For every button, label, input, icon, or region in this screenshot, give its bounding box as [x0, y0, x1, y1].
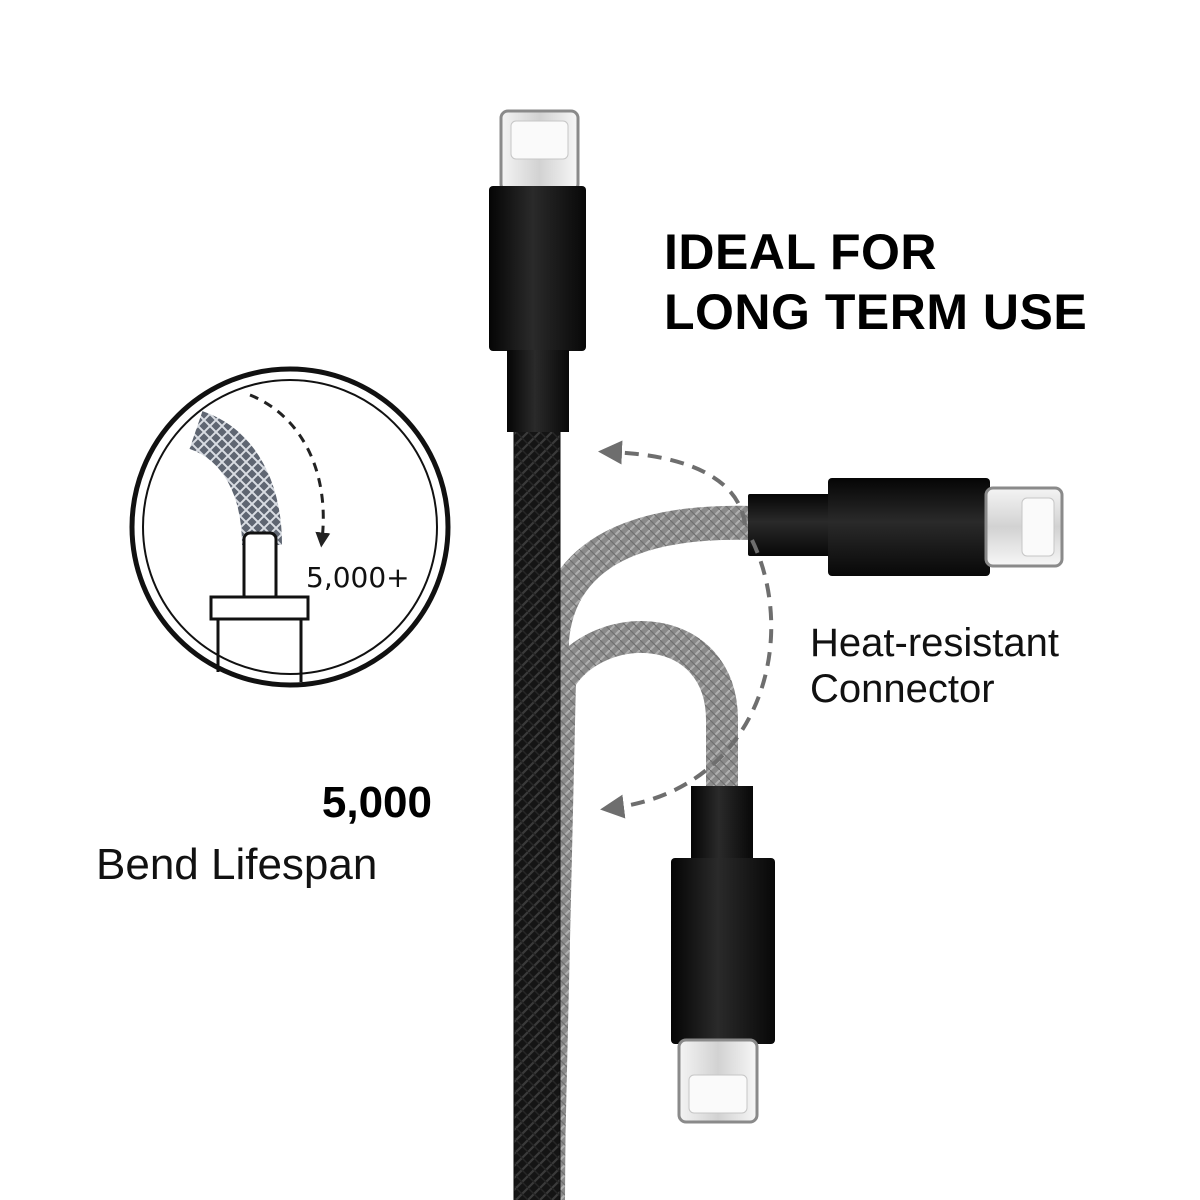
bottom-lightning-connector-icon: [671, 786, 775, 1124]
headline: IDEAL FOR LONG TERM USE: [664, 222, 1087, 342]
top-lightning-connector-icon: [489, 109, 586, 432]
connector-feature-label: Heat-resistant Connector: [810, 620, 1059, 712]
curved-arrow-icon: [598, 440, 747, 526]
bend-lifespan-label: Bend Lifespan: [96, 840, 378, 889]
headline-line1: IDEAL FOR: [664, 224, 938, 280]
connector-feature-line2: Connector: [810, 667, 995, 711]
bend-count: 5,000: [321, 778, 432, 827]
headline-line2: LONG TERM USE: [664, 284, 1088, 340]
main-braided-cable: [514, 430, 560, 1200]
connector-feature-line1: Heat-resistant: [810, 621, 1059, 665]
inset-cycle-count: 5,000+: [306, 561, 410, 594]
gray-cable-bent-down: [532, 621, 738, 1200]
curved-arrow-lower-icon: [600, 539, 774, 819]
right-lightning-connector-icon: [748, 478, 1064, 576]
bend-test-inset-icon: [129, 366, 451, 688]
